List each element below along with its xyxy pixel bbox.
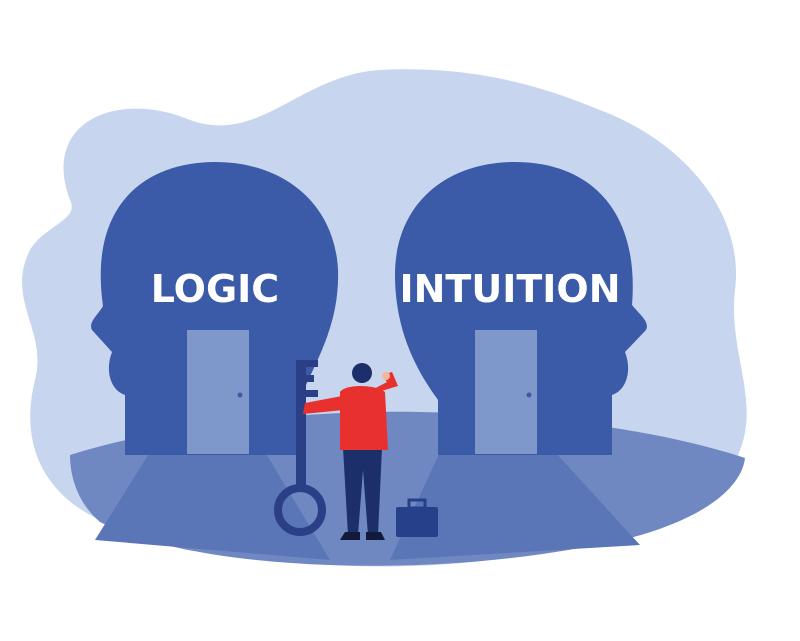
left-door — [187, 330, 249, 454]
right-door-knob-icon — [526, 392, 532, 398]
left-door-knob-icon — [237, 392, 243, 398]
briefcase-icon — [396, 498, 438, 537]
right-door-path — [390, 452, 640, 560]
key-icon — [274, 360, 326, 536]
right-head: INTUITION — [395, 162, 647, 455]
intuition-label: INTUITION — [399, 267, 620, 311]
businessman-figure — [303, 363, 398, 540]
left-door-path — [95, 452, 330, 560]
right-door — [475, 330, 537, 454]
left-head: LOGIC — [91, 162, 339, 455]
logic-label: LOGIC — [151, 267, 279, 311]
